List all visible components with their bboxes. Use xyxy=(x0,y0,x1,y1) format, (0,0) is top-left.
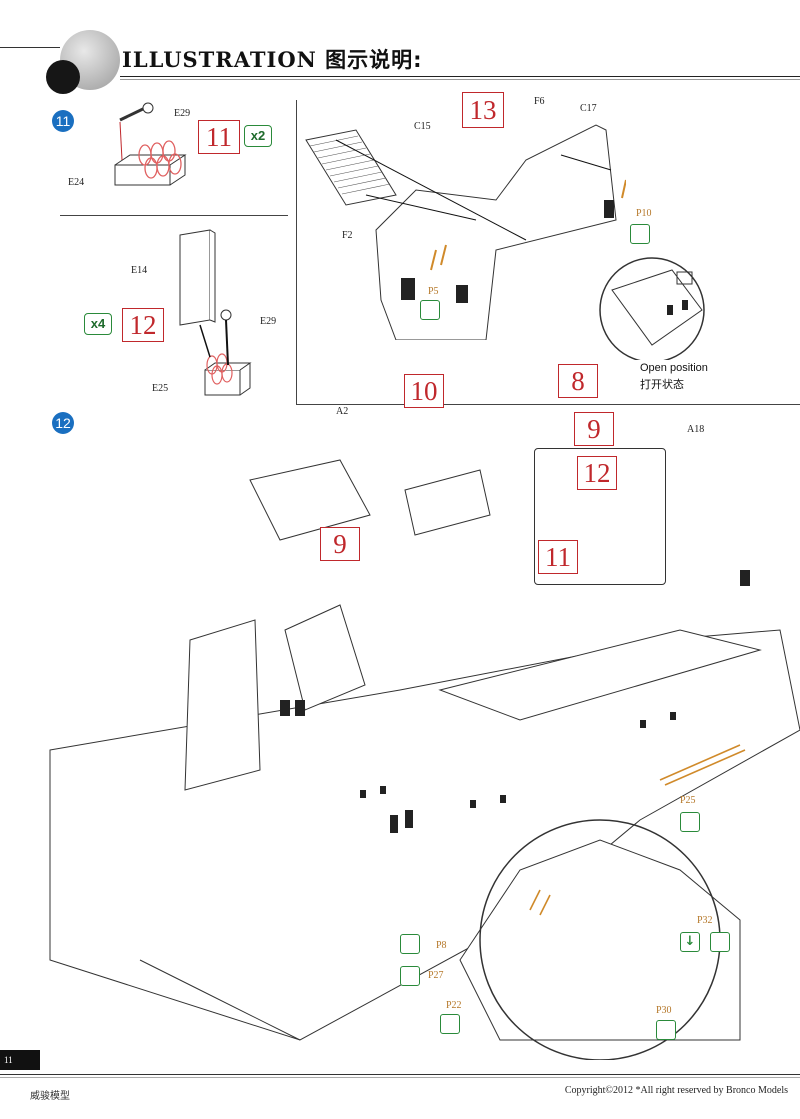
part-label-F6: F6 xyxy=(534,96,545,107)
glue-icon xyxy=(440,1014,460,1034)
part-label-C17: C17 xyxy=(580,103,597,114)
copyright: Copyright©2012 *All right reserved by Br… xyxy=(564,1085,788,1096)
step-circle-11: 11 xyxy=(52,110,74,132)
pe-label-P32: P32 xyxy=(697,915,713,926)
header-line-right-thin xyxy=(120,79,800,80)
part-label-A18: A18 xyxy=(687,424,705,435)
step-box-13: 13 xyxy=(462,92,504,128)
part-label-E29-b: E29 xyxy=(260,316,277,327)
header-line-right xyxy=(120,76,800,77)
divider-vertical xyxy=(296,100,297,405)
down-arrow-icon: ↓ xyxy=(680,932,700,952)
step-box-12: 12 xyxy=(122,308,164,342)
step-box-11-b: 11 xyxy=(538,540,578,574)
header-decor-circle-black xyxy=(46,60,80,94)
divider-horizontal-left xyxy=(60,215,288,216)
glue-icon xyxy=(710,932,730,952)
open-position-label-cn: 打开状态 xyxy=(640,379,684,391)
part-label-A2: A2 xyxy=(336,406,349,417)
pe-label-P5: P5 xyxy=(428,286,439,297)
pe-label-P30: P30 xyxy=(656,1005,672,1016)
step-box-9-a: 9 xyxy=(574,412,614,446)
footer-line xyxy=(0,1074,800,1075)
part-label-E14: E14 xyxy=(131,265,148,276)
header-line-left xyxy=(0,47,60,48)
pe-label-P10: P10 xyxy=(636,208,652,219)
divider-horizontal-bottom xyxy=(296,404,800,405)
glue-icon xyxy=(400,966,420,986)
part-label-F2: F2 xyxy=(342,230,353,241)
quantity-x2: x2 xyxy=(244,125,272,147)
part-label-C15: C15 xyxy=(414,121,431,132)
quantity-x4: x4 xyxy=(84,313,112,335)
assembly-step12-drawing xyxy=(179,229,252,396)
step-circle-12: 12 xyxy=(52,412,74,434)
step-box-10: 10 xyxy=(404,374,444,408)
pe-label-P27: P27 xyxy=(428,970,444,981)
part-label-E29-a: E29 xyxy=(174,108,191,119)
brand-cn: 威骏模型 xyxy=(30,1091,70,1102)
pe-label-P22: P22 xyxy=(446,1000,462,1011)
glue-icon xyxy=(400,934,420,954)
step-box-9-b: 9 xyxy=(320,527,360,561)
open-position-label: Open position xyxy=(640,362,708,374)
assembly-step13-drawing xyxy=(305,124,626,340)
glue-icon xyxy=(680,812,700,832)
glue-icon xyxy=(420,300,440,320)
assembly-step11-drawing xyxy=(114,102,187,186)
pe-label-P8: P8 xyxy=(436,940,447,951)
page-number: 11 xyxy=(0,1050,40,1070)
open-position-callout xyxy=(599,257,705,360)
page-title: ILLUSTRATION 图示说明: xyxy=(122,47,423,72)
glue-icon xyxy=(656,1020,676,1040)
step-box-12-b: 12 xyxy=(577,456,617,490)
step-box-11: 11 xyxy=(198,120,240,154)
step-box-8: 8 xyxy=(558,364,598,398)
part-label-E24: E24 xyxy=(68,177,85,188)
footer-line-thin xyxy=(0,1077,800,1078)
glue-icon xyxy=(630,224,650,244)
ship-assembly-drawing xyxy=(49,459,800,1060)
part-label-E25: E25 xyxy=(152,383,169,394)
pe-label-P25: P25 xyxy=(680,795,696,806)
